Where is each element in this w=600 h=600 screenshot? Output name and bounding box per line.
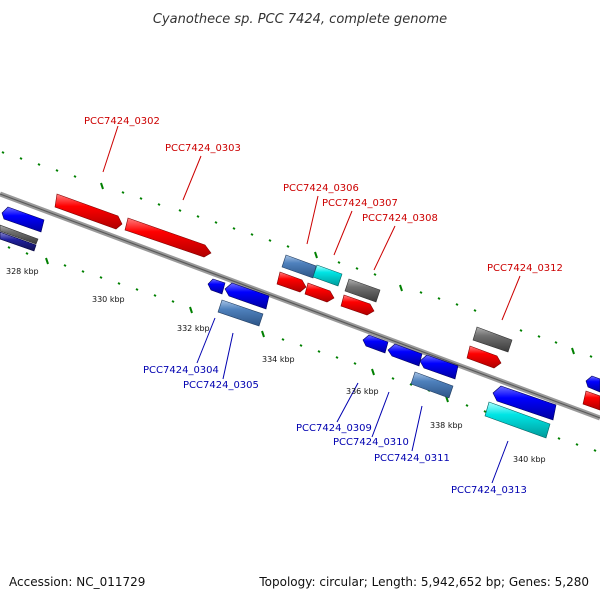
gene-forward-small-c[interactable]	[340, 294, 375, 316]
gene-forward-edge[interactable]	[582, 390, 600, 411]
reverse-leader-lines	[196, 317, 509, 484]
gene-label-pcc7424-0309[interactable]: PCC7424_0309	[296, 423, 372, 434]
gene-label-pcc7424-0303[interactable]: PCC7424_0303	[165, 143, 241, 154]
gene-pcc7424-0307[interactable]	[312, 264, 343, 287]
gene-pcc7424-0308[interactable]	[344, 278, 381, 303]
gene-label-pcc7424-0307[interactable]: PCC7424_0307	[322, 198, 398, 209]
kbp-label: 340 kbp	[513, 455, 546, 464]
gene-reverse-left-c[interactable]	[0, 231, 37, 252]
gene-reverse-edge[interactable]	[585, 375, 600, 393]
gene-pcc7424-0309[interactable]	[362, 334, 389, 354]
gene-pcc7424-0303[interactable]	[124, 217, 212, 258]
kbp-label: 334 kbp	[262, 355, 295, 364]
accession-text: Accession: NC_011729	[9, 575, 145, 589]
gene-label-pcc7424-0312[interactable]: PCC7424_0312	[487, 263, 563, 274]
gene-label-pcc7424-0306[interactable]: PCC7424_0306	[283, 183, 359, 194]
forward-gene-labels: PCC7424_0302 PCC7424_0303 PCC7424_0306 P…	[84, 116, 563, 274]
gene-forward-small-b[interactable]	[304, 282, 335, 303]
kbp-label: 330 kbp	[92, 295, 125, 304]
gene-label-pcc7424-0308[interactable]: PCC7424_0308	[362, 213, 438, 224]
gene-reverse-305a[interactable]	[224, 282, 270, 310]
gene-label-pcc7424-0311[interactable]: PCC7424_0311	[374, 453, 450, 464]
topology-text: Topology: circular; Length: 5,942,652 bp…	[258, 575, 589, 589]
gene-pcc7424-0306[interactable]	[281, 254, 317, 279]
gene-label-pcc7424-0302[interactable]: PCC7424_0302	[84, 116, 160, 127]
forward-genes	[54, 193, 600, 411]
kbp-labels: 328 kbp 330 kbp 332 kbp 334 kbp 336 kbp …	[6, 267, 546, 464]
gene-pcc7424-0302[interactable]	[54, 193, 123, 230]
kbp-label: 338 kbp	[430, 421, 463, 430]
gene-label-pcc7424-0305[interactable]: PCC7424_0305	[183, 380, 259, 391]
gene-reverse-left-b[interactable]	[0, 224, 39, 245]
kbp-label: 332 kbp	[177, 324, 210, 333]
gene-pcc7424-0305[interactable]	[217, 299, 264, 327]
gene-label-pcc7424-0310[interactable]: PCC7424_0310	[333, 437, 409, 448]
gene-label-pcc7424-0313[interactable]: PCC7424_0313	[451, 485, 527, 496]
forward-tick-track	[1, 151, 593, 358]
gene-pcc7424-0310[interactable]	[387, 343, 423, 367]
genome-backbone	[0, 191, 600, 421]
gene-pcc7424-0312[interactable]	[472, 326, 513, 353]
gene-pcc7424-0313[interactable]	[484, 401, 551, 439]
gene-reverse-left-a[interactable]	[1, 206, 45, 233]
gene-label-pcc7424-0304[interactable]: PCC7424_0304	[143, 365, 219, 376]
reverse-genes	[0, 206, 600, 439]
kbp-label: 336 kbp	[346, 387, 379, 396]
kbp-label: 328 kbp	[6, 267, 39, 276]
gene-reverse-313a[interactable]	[492, 385, 557, 421]
gene-pcc7424-0311[interactable]	[410, 371, 454, 399]
forward-leader-lines	[102, 125, 521, 321]
map-title: Cyanothece sp. PCC 7424, complete genome	[153, 12, 447, 27]
gene-reverse-311a[interactable]	[419, 354, 459, 380]
reverse-gene-labels: PCC7424_0304 PCC7424_0305 PCC7424_0309 P…	[143, 365, 527, 496]
gene-forward-small-d[interactable]	[466, 345, 502, 369]
gene-forward-small-a[interactable]	[276, 271, 307, 293]
gene-pcc7424-0304[interactable]	[207, 278, 226, 295]
